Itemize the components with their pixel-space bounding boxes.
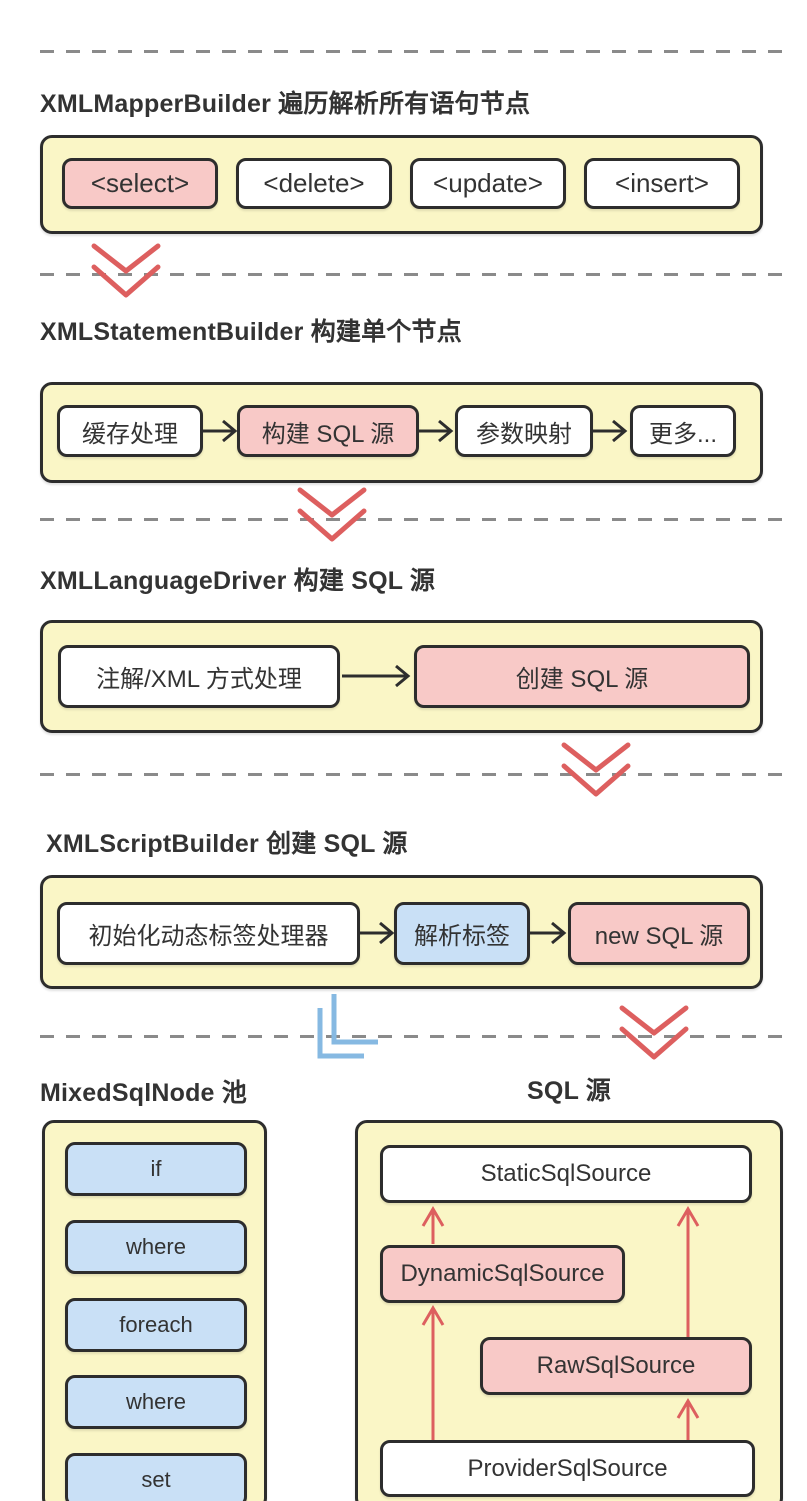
node-label: <update>	[433, 168, 543, 198]
node-create-sql-source: 创建 SQL 源	[414, 645, 750, 708]
node-where: where	[65, 1220, 247, 1274]
node-label: 创建 SQL 源	[515, 666, 649, 693]
node-label: set	[141, 1467, 171, 1492]
node-label: 初始化动态标签处理器	[88, 923, 329, 950]
node-label: 更多...	[648, 420, 717, 448]
inheritance-arrow-icon	[675, 1398, 701, 1440]
inheritance-arrow-icon	[420, 1206, 446, 1244]
node-label: ProviderSqlSource	[467, 1454, 668, 1482]
node-label: DynamicSqlSource	[400, 1260, 605, 1287]
node-if: if	[65, 1142, 247, 1196]
section-title-xmlmapperbuilder: XMLMapperBuilder 遍历解析所有语句节点	[40, 90, 531, 118]
node-select-tag: <select>	[62, 158, 218, 209]
node-foreach: foreach	[65, 1298, 247, 1352]
pool-title-mixedsqlnode: MixedSqlNode 池	[40, 1079, 247, 1107]
node-label: new SQL 源	[594, 923, 724, 950]
node-parse-tags: 解析标签	[394, 902, 530, 965]
flow-arrow-icon	[530, 920, 568, 946]
node-label: 参数映射	[476, 420, 572, 448]
node-more: 更多...	[630, 405, 736, 457]
flow-arrow-icon	[342, 663, 412, 689]
node-label: <select>	[90, 168, 190, 198]
dashed-divider	[40, 1035, 785, 1038]
node-param-mapping: 参数映射	[455, 405, 593, 457]
node-new-sql-source: new SQL 源	[568, 902, 750, 965]
node-delete-tag: <delete>	[236, 158, 392, 209]
node-label: where	[126, 1389, 186, 1414]
node-label: RawSqlSource	[536, 1352, 696, 1379]
flow-arrow-icon	[358, 920, 396, 946]
dashed-divider	[40, 518, 785, 521]
node-set: set	[65, 1453, 247, 1501]
flow-arrow-icon	[591, 418, 629, 444]
node-label: 注解/XML 方式处理	[96, 666, 302, 693]
down-chevron-icon	[296, 487, 368, 549]
node-label: <insert>	[615, 168, 709, 198]
down-chevron-icon	[618, 1005, 690, 1067]
node-label: if	[150, 1156, 162, 1181]
node-label: 缓存处理	[82, 420, 178, 448]
node-providersqlsource: ProviderSqlSource	[380, 1440, 755, 1497]
node-label: 构建 SQL 源	[261, 420, 395, 448]
node-insert-tag: <insert>	[584, 158, 740, 209]
section-title-xmllanguagedriver: XMLLanguageDriver 构建 SQL 源	[40, 567, 436, 595]
pool-title-sql-source: SQL 源	[527, 1077, 611, 1105]
dashed-divider	[40, 50, 785, 53]
inheritance-arrow-icon	[420, 1305, 446, 1440]
node-dynamicsqlsource: DynamicSqlSource	[380, 1245, 625, 1303]
node-label: StaticSqlSource	[480, 1160, 652, 1187]
node-init-dynamic-tag-handlers: 初始化动态标签处理器	[57, 902, 360, 965]
dashed-divider	[40, 773, 785, 776]
node-label: foreach	[119, 1312, 193, 1337]
section-title-xmlstatementbuilder: XMLStatementBuilder 构建单个节点	[40, 318, 462, 346]
branch-down-left-arrow-icon	[310, 992, 382, 1062]
node-rawsqlsource: RawSqlSource	[480, 1337, 752, 1395]
down-chevron-icon	[90, 243, 162, 305]
node-label: <delete>	[263, 168, 365, 198]
node-build-sql-source: 构建 SQL 源	[237, 405, 419, 457]
down-chevron-icon	[560, 742, 632, 804]
inheritance-arrow-icon	[675, 1206, 701, 1337]
node-label: where	[126, 1234, 186, 1259]
node-staticsqlsource: StaticSqlSource	[380, 1145, 752, 1203]
node-update-tag: <update>	[410, 158, 566, 209]
node-annotation-xml-handling: 注解/XML 方式处理	[58, 645, 340, 708]
dashed-divider	[40, 273, 785, 276]
flow-arrow-icon	[417, 418, 455, 444]
section-title-xmlscriptbuilder: XMLScriptBuilder 创建 SQL 源	[46, 830, 408, 858]
node-cache-handling: 缓存处理	[57, 405, 203, 457]
flow-arrow-icon	[201, 418, 239, 444]
node-label: 解析标签	[414, 923, 510, 950]
node-where: where	[65, 1375, 247, 1429]
